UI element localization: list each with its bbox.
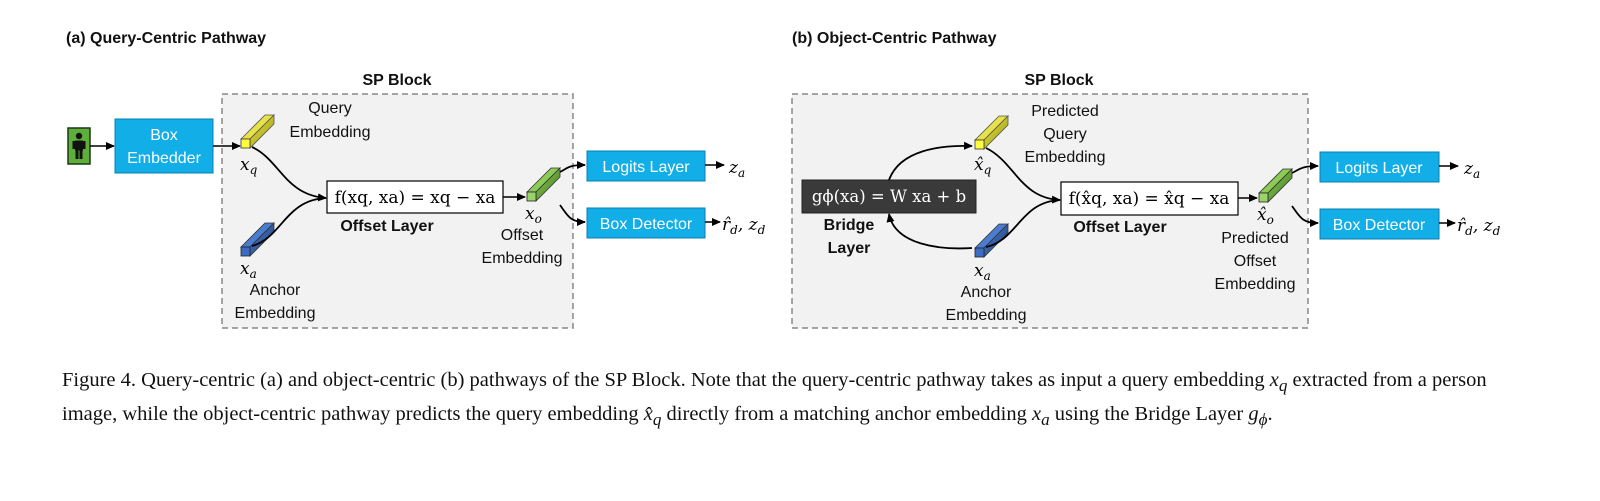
pred-offset-label-line3: Embedding — [1215, 276, 1296, 293]
panel-a: (a) Query-Centric Pathway SP Block Box E… — [66, 30, 766, 329]
logits-out-a: za — [728, 158, 745, 180]
caption-text-2: extracted from a person image, while the… — [62, 369, 1492, 426]
anchor-label-b-line2: Embedding — [946, 307, 1027, 324]
xq-label: xq — [240, 155, 258, 177]
query-label-line2: Embedding — [290, 124, 371, 141]
logits-layer-b-label: Logits Layer — [1335, 160, 1423, 177]
box-embedder-line1: Box — [150, 127, 178, 144]
caption-math-xq: x — [1269, 369, 1279, 391]
bridge-layer — [801, 179, 977, 214]
predicted-query-bar — [974, 115, 1009, 150]
offset-embedding-bar — [526, 167, 561, 202]
xo-label: xo — [525, 204, 542, 226]
bridge-label-line2: Layer — [828, 240, 871, 257]
detector-out-b: r̂d, zd — [1457, 216, 1501, 238]
logits-layer-a-label: Logits Layer — [602, 159, 690, 176]
offset-embedding-bar-b — [1258, 168, 1293, 203]
query-label-line1: Query — [308, 100, 352, 117]
offset-emb-label-line1: Offset — [501, 227, 544, 244]
offset-emb-label-line2: Embedding — [482, 250, 563, 267]
pred-offset-label-line1: Predicted — [1221, 230, 1289, 247]
person-icon — [67, 127, 91, 165]
box-detector-b-label: Box Detector — [1333, 217, 1426, 234]
anchor-label-b-line1: Anchor — [961, 284, 1012, 301]
pred-query-label-line2: Query — [1043, 126, 1087, 143]
caption-text-5: . — [1267, 403, 1273, 426]
xa-label: xa — [240, 259, 257, 281]
box-detector-a — [586, 207, 706, 239]
caption-math-xa: x — [1032, 403, 1042, 426]
sp-block-a-title: SP Block — [362, 72, 431, 89]
box-detector-b — [1319, 208, 1440, 240]
box-detector-a-label: Box Detector — [600, 216, 693, 233]
box-embedder — [114, 118, 214, 174]
detector-out-a: r̂d, zd — [722, 215, 766, 237]
panel-b-title: (b) Object-Centric Pathway — [792, 30, 997, 47]
offset-formula-b: f(x̂q, xa) = x̂q − xa — [1069, 189, 1230, 209]
panel-b: (b) Object-Centric Pathway SP Block gϕ(x… — [791, 30, 1501, 329]
caption-math-xa-sub: a — [1041, 410, 1050, 430]
anchor-label-line1: Anchor — [250, 282, 301, 299]
bridge-label-line1: Bridge — [824, 217, 875, 234]
caption-text-1: Figure 4. Query-centric (a) and object-c… — [62, 369, 1270, 391]
offset-layer-a-label: Offset Layer — [340, 218, 433, 235]
xq-hat-label: x̂q — [974, 155, 992, 177]
pred-query-label-line1: Predicted — [1031, 103, 1099, 120]
offset-layer-a — [326, 180, 504, 214]
bridge-formula: gϕ(xa) = W xa + b — [812, 187, 966, 206]
panel-a-title: (a) Query-Centric Pathway — [66, 30, 266, 47]
caption-math-g: g — [1248, 403, 1259, 426]
pred-offset-label-line2: Offset — [1234, 253, 1277, 270]
offset-formula-a: f(xq, xa) = xq − xa — [335, 188, 496, 208]
sp-block-b-title: SP Block — [1024, 72, 1093, 89]
logits-layer-b — [1319, 151, 1440, 183]
caption-math-xq-sub: q — [1278, 376, 1288, 396]
caption-text-4: using the Bridge Layer — [1049, 403, 1249, 426]
logits-out-b: za — [1463, 159, 1480, 181]
logits-layer-a — [586, 150, 706, 182]
caption-text-3: directly from a matching anchor embeddin… — [661, 403, 1033, 426]
figure-caption: Figure 4. Query-centric (a) and object-c… — [62, 366, 1542, 434]
xo-hat-label: x̂o — [1257, 205, 1274, 227]
anchor-embedding-bar-b — [974, 223, 1009, 258]
anchor-label-line2: Embedding — [235, 305, 316, 322]
xa-label-b: xa — [974, 261, 991, 283]
caption-math-g-sub: ϕ — [1258, 410, 1268, 430]
box-embedder-line2: Embedder — [127, 150, 201, 167]
figure-diagram: (a) Query-Centric Pathway SP Block Box E… — [66, 30, 1501, 329]
caption-math-xqhat-sub: q — [652, 410, 662, 430]
query-embedding-bar — [240, 114, 275, 149]
caption-math-xqhat: x̂ — [643, 403, 653, 426]
pred-query-label-line3: Embedding — [1025, 149, 1106, 166]
offset-layer-b-label: Offset Layer — [1073, 219, 1166, 236]
